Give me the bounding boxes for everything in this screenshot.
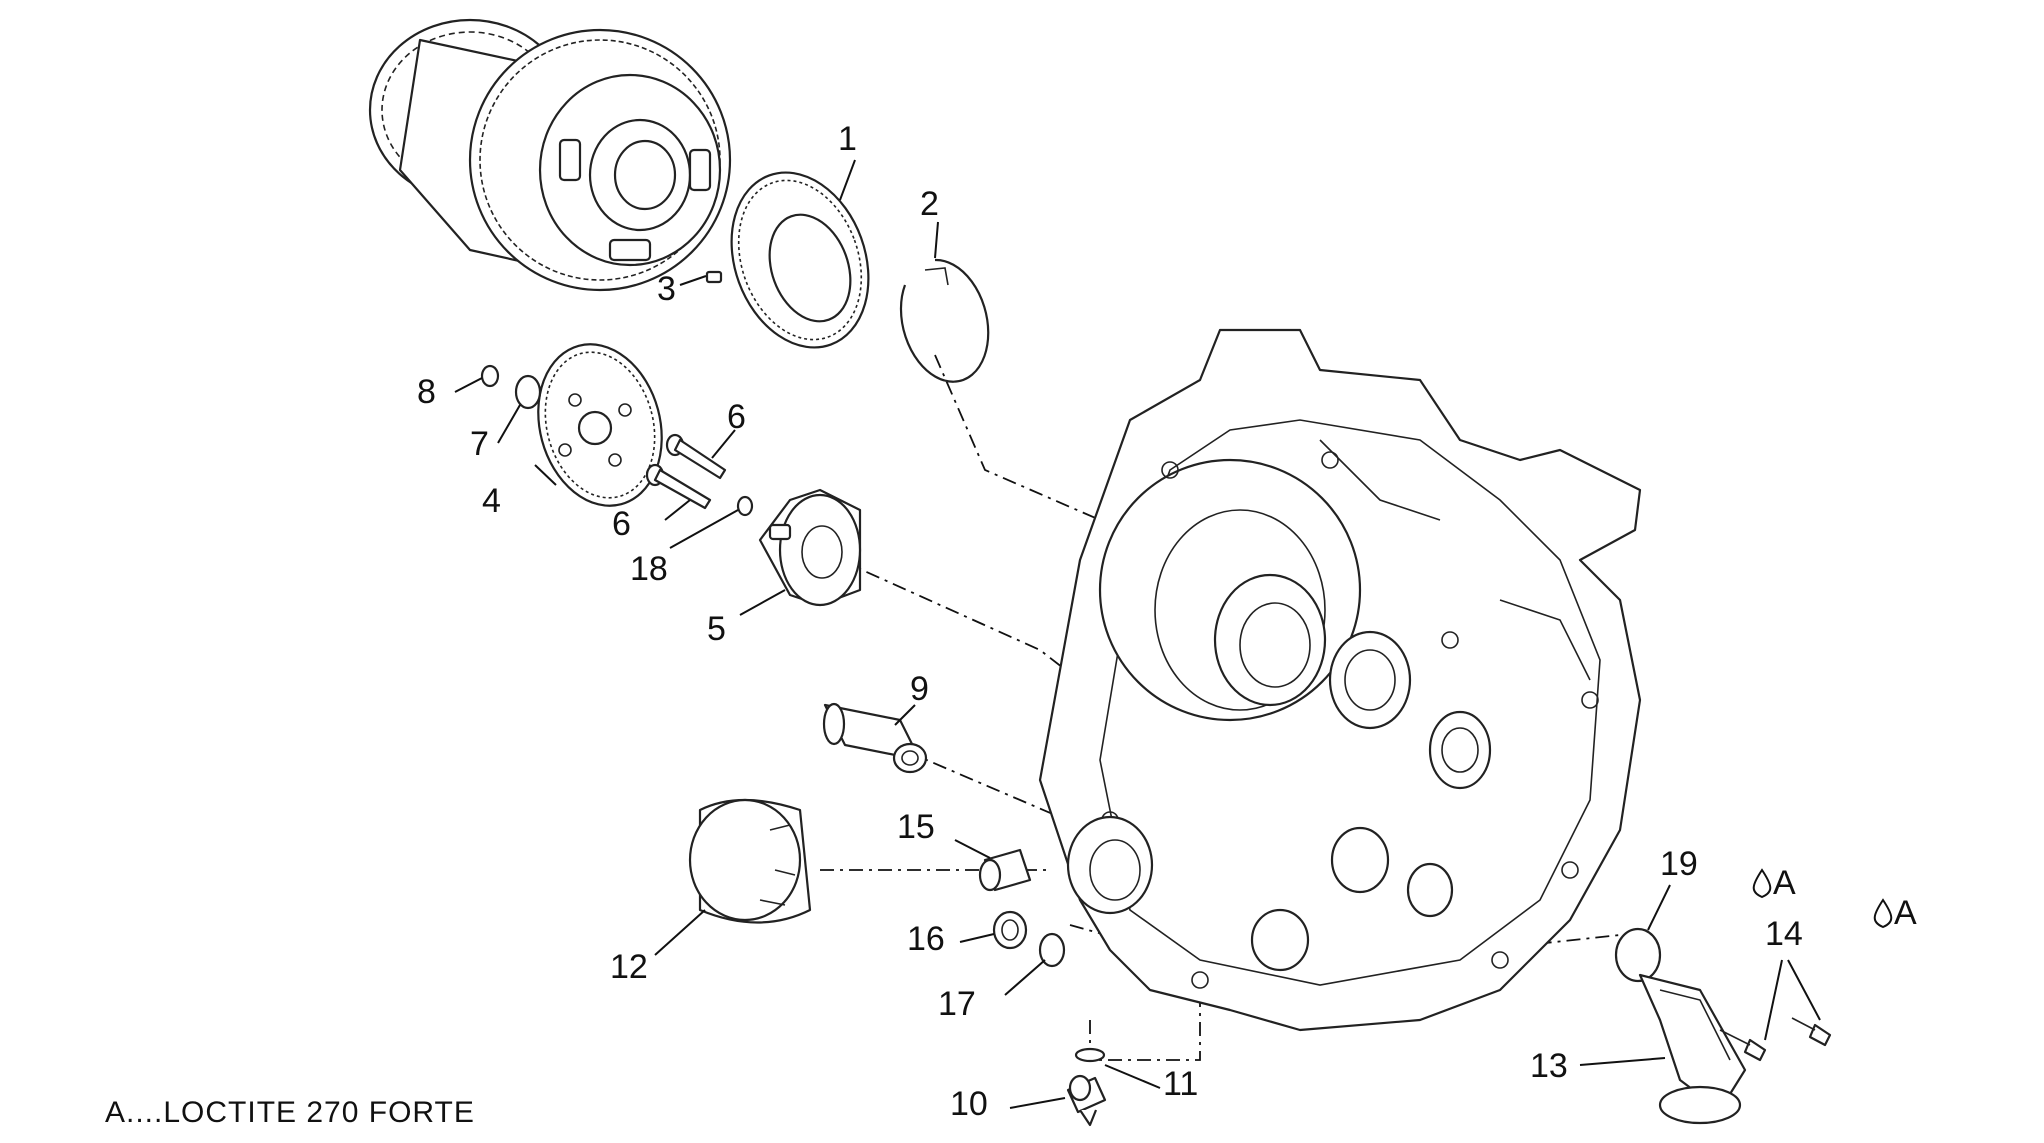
callout-13: 13 bbox=[1530, 1047, 1568, 1085]
clutch-basket bbox=[368, 18, 732, 292]
screw-6-lower bbox=[645, 463, 712, 510]
plug-16 bbox=[992, 910, 1028, 950]
callout-17: 17 bbox=[938, 985, 976, 1023]
washer-7 bbox=[514, 374, 542, 410]
callout-18: 18 bbox=[630, 550, 668, 588]
pipe-9 bbox=[822, 702, 928, 774]
filter-seat bbox=[1066, 815, 1154, 915]
screw-14-right bbox=[1791, 1017, 1832, 1047]
callout-8: 8 bbox=[417, 373, 436, 411]
callout-9: 9 bbox=[910, 670, 929, 708]
screw-6-upper bbox=[665, 433, 727, 480]
callout-14: 14 bbox=[1765, 915, 1803, 953]
callout-7: 7 bbox=[470, 425, 489, 463]
loctite-letter-left: A bbox=[1773, 864, 1796, 902]
circlip-2 bbox=[899, 258, 990, 383]
oil-filter-12 bbox=[688, 798, 812, 924]
gear-1 bbox=[730, 171, 870, 349]
callout-6-upper: 6 bbox=[727, 398, 746, 436]
callout-11: 11 bbox=[1163, 1065, 1198, 1103]
sensor-10 bbox=[1066, 1074, 1107, 1127]
pickup-pipe-13 bbox=[1638, 973, 1747, 1125]
callout-numbers: 1 2 3 4 5 6 6 7 8 9 10 11 12 13 14 15 16… bbox=[417, 120, 1803, 1123]
callout-19: 19 bbox=[1660, 845, 1698, 883]
washer-17 bbox=[1038, 932, 1066, 968]
leader-lines bbox=[454, 159, 1821, 1109]
callout-3: 3 bbox=[657, 270, 676, 308]
washer-11 bbox=[1074, 1047, 1106, 1063]
callout-4: 4 bbox=[482, 482, 501, 520]
callout-1: 1 bbox=[838, 120, 857, 158]
loctite-legend-note: A....LOCTITE 270 FORTE bbox=[105, 1096, 475, 1129]
bush-15 bbox=[978, 848, 1032, 892]
nut-8 bbox=[480, 364, 500, 388]
callout-2: 2 bbox=[920, 185, 939, 223]
screw-14-left bbox=[1719, 1029, 1767, 1062]
key-3 bbox=[705, 270, 723, 284]
loctite-mark-right: A bbox=[1873, 894, 1917, 932]
callout-15: 15 bbox=[897, 808, 935, 846]
washer-18 bbox=[736, 495, 754, 517]
gear-4 bbox=[537, 343, 663, 507]
loctite-mark-left: A bbox=[1752, 864, 1796, 902]
crankcase bbox=[1038, 328, 1642, 1032]
loctite-letter-right: A bbox=[1894, 894, 1917, 932]
oil-pump-5 bbox=[758, 488, 862, 607]
callout-12: 12 bbox=[610, 948, 648, 986]
callout-5: 5 bbox=[707, 610, 726, 648]
callout-16: 16 bbox=[907, 920, 945, 958]
callout-6-lower: 6 bbox=[612, 505, 631, 543]
callout-10: 10 bbox=[950, 1085, 988, 1123]
o-ring-19 bbox=[1614, 927, 1662, 983]
